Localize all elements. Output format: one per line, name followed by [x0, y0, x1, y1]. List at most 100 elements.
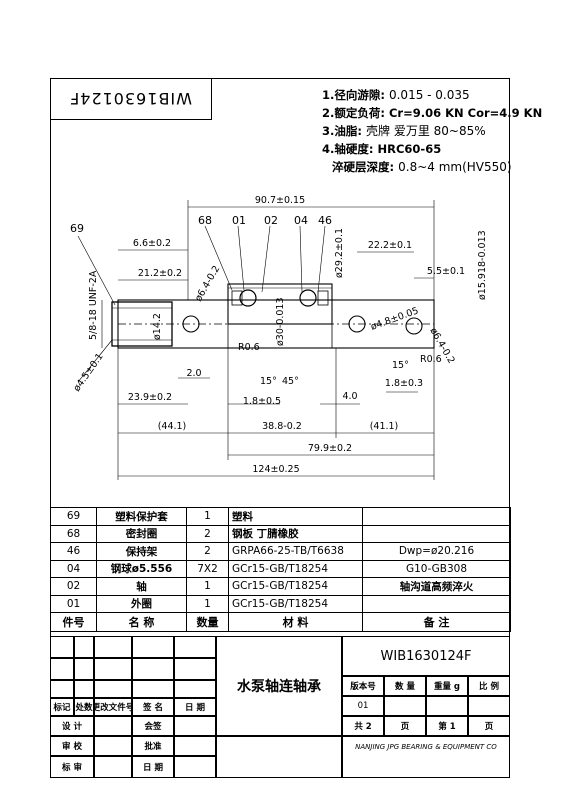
- tb-mark: 标记: [50, 698, 74, 716]
- bom-material: GCr15-GB/T18254: [228, 577, 363, 596]
- dim-5-5: 5.5±0.1: [427, 266, 465, 277]
- bom-no: 68: [50, 524, 97, 543]
- dim-44-1: (44.1): [158, 421, 187, 432]
- dim-124: 124±0.25: [252, 464, 299, 475]
- dim-dia-15-918: ø15.918-0.013: [477, 230, 488, 300]
- balloon-04: 04: [294, 214, 308, 227]
- note-2-label: 2.额定负荷:: [322, 106, 385, 120]
- dim-dia-4-5: ø4.5±0.1: [71, 351, 105, 393]
- bom-material: GCr15-GB/T18254: [228, 559, 363, 578]
- note-1-value: 0.015 - 0.035: [388, 88, 470, 102]
- technical-notes: 1.径向游隙: 0.015 - 0.035 2.额定负荷: Cr=9.06 KN…: [322, 86, 542, 176]
- bom-header-row: 件号名 称数量材 料备 注: [50, 612, 511, 632]
- note-3: 3.油脂: 壳牌 爱万里 80~85%: [322, 122, 542, 140]
- note-4-label: 4.轴硬度:: [322, 142, 374, 156]
- bom-header-no: 件号: [50, 612, 97, 632]
- tb-drawing-no: WIB1630124F: [342, 636, 510, 676]
- bom-header-material: 材 料: [228, 612, 363, 632]
- bom-note: G10-GB308: [362, 559, 511, 578]
- bom-name: 钢球ø5.556: [96, 559, 187, 578]
- bom-name: 轴: [96, 577, 187, 596]
- tb-scale-label: 比 例: [468, 676, 510, 696]
- tb-change-doc: 更改文件号: [94, 698, 132, 716]
- bom-qty: 1: [186, 594, 229, 613]
- bom-note: [362, 524, 511, 543]
- bom-material: 钢板 丁腈橡胶: [228, 524, 363, 543]
- note-4: 4.轴硬度: HRC60-65: [322, 140, 542, 158]
- bom-no: 69: [50, 507, 97, 526]
- dim-dia-30: ø30-0.013: [275, 297, 286, 346]
- dim-dia-4-8: ø4.8±0.05: [369, 305, 420, 332]
- bom-note: 轴沟道高频淬火: [362, 577, 511, 596]
- tb-sign: 签 名: [132, 698, 174, 716]
- angle-15-left: 15°: [260, 376, 277, 387]
- balloon-01: 01: [232, 214, 246, 227]
- bom-name: 保持架: [96, 542, 187, 561]
- bom-no: 01: [50, 594, 97, 613]
- outer-ring: [227, 283, 333, 325]
- tb-company: NANJING JPG BEARING & EQUIPMENT CO: [342, 736, 510, 778]
- title-block: 标记 处数 更改文件号 签 名 日 期 设 计 会签 审 校 批准 标 审 日 …: [50, 636, 510, 778]
- tb-zone: 处数: [74, 698, 94, 716]
- tb-sign-check: 会签: [132, 716, 174, 736]
- tb-ver-label: 版本号: [342, 676, 384, 696]
- bom-note: [362, 594, 511, 613]
- balloon-46: 46: [318, 214, 332, 227]
- tb-weight-label: 重量 g: [426, 676, 468, 696]
- bom-qty: 2: [186, 542, 229, 561]
- tb-approve: 批准: [132, 736, 174, 756]
- bearing-drawing: 90.7±0.15 6.6±0.2 21.2±0.2 22.2±0.1 5.5±…: [70, 195, 488, 480]
- note-3-label: 3.油脂:: [322, 124, 362, 138]
- radius-right: R0.6: [420, 354, 442, 365]
- tb-ver-value: 01: [342, 696, 384, 716]
- thread-spec: 5/8-18 UNF-2A: [88, 270, 99, 340]
- tb-date2: 日 期: [132, 756, 174, 778]
- bom-no: 04: [50, 559, 97, 578]
- note-5-value: 0.8~4 mm(HV550): [398, 160, 512, 174]
- balloon-68: 68: [198, 214, 212, 227]
- bom-material: 塑料: [228, 507, 363, 526]
- tb-total: 共 2: [342, 716, 384, 736]
- dim-23-9: 23.9±0.2: [128, 392, 172, 403]
- note-1-label: 1.径向游隙:: [322, 88, 385, 102]
- dim-38-8: 38.8-0.2: [262, 421, 302, 432]
- tb-design: 设 计: [50, 716, 94, 736]
- tb-num: 第 1: [426, 716, 468, 736]
- dim-dia-6-4-left: ø6.4-0.2: [193, 264, 222, 304]
- angle-45: 45°: [282, 376, 299, 387]
- tb-page: 页: [384, 716, 426, 736]
- bom-qty: 7X2: [186, 559, 229, 578]
- ball-right: [299, 289, 317, 307]
- note-1: 1.径向游隙: 0.015 - 0.035: [322, 86, 542, 104]
- tb-date: 日 期: [174, 698, 216, 716]
- bom-name: 密封圈: [96, 524, 187, 543]
- bom-no: 02: [50, 577, 97, 596]
- bom-note: Dwp=ø20.216: [362, 542, 511, 561]
- note-5-label: 淬硬层深度:: [332, 160, 395, 174]
- bom-header-qty: 数量: [186, 612, 229, 632]
- tb-check: 审 校: [50, 736, 94, 756]
- note-5: 淬硬层深度: 0.8~4 mm(HV550): [322, 158, 542, 176]
- note-3-value: 壳牌 爱万里 80~85%: [366, 124, 486, 138]
- note-2: 2.额定负荷: Cr=9.06 KN Cor=4.9 KN: [322, 104, 542, 122]
- note-2-value: Cr=9.06 KN Cor=4.9 KN: [388, 106, 543, 120]
- dim-22-2: 22.2±0.1: [368, 240, 412, 251]
- dim-41-1: (41.1): [370, 421, 399, 432]
- note-4-value: HRC60-65: [377, 142, 442, 156]
- tb-qty-label: 数 量: [384, 676, 426, 696]
- bom-name: 外圈: [96, 594, 187, 613]
- dim-dia-29-2: ø29.2±0.1: [334, 228, 345, 278]
- dim-2-0: 2.0: [186, 368, 201, 379]
- bom-material: GCr15-GB/T18254: [228, 594, 363, 613]
- dim-1-8-right: 1.8±0.3: [385, 378, 423, 389]
- protective-sleeve: [111, 301, 173, 347]
- bom-qty: 1: [186, 577, 229, 596]
- dim-1-8-left: 1.8±0.5: [243, 396, 281, 407]
- angle-15-right: 15°: [392, 360, 409, 371]
